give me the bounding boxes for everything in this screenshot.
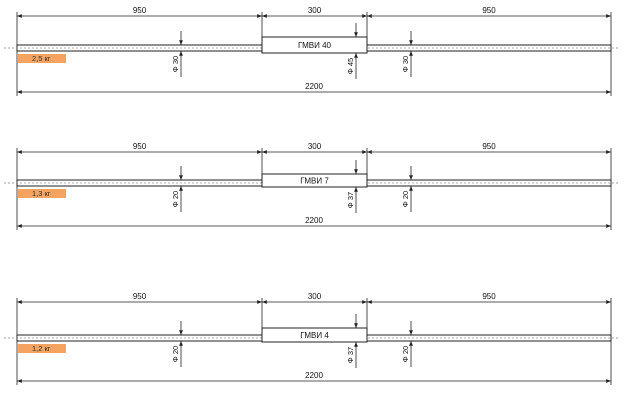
total-length-label: 2200 [305,82,323,91]
center-body-label: ГМВИ 40 [298,41,332,50]
center-length-label: 300 [308,142,322,151]
total-length-label: 2200 [305,371,323,380]
rod-diameter-left-label: Φ 20 [171,191,180,207]
rod-diameter-left-label: Φ 20 [171,346,180,362]
rod-diameter-right-label: Φ 20 [401,191,410,207]
weight-label: 2,5 кг [32,54,51,63]
rod-diameter-right-label: Φ 30 [401,56,410,72]
left-length-label: 950 [133,142,147,151]
center-body [261,36,368,54]
left-length-label: 950 [133,292,147,301]
weight-badge [18,344,66,353]
right-length-label: 950 [482,142,496,151]
body-diameter-label: Φ 45 [346,58,355,74]
center-length-label: 300 [308,292,322,301]
total-length-label: 2200 [305,216,323,225]
center-body [261,327,368,343]
center-body [261,173,368,188]
left-length-label: 950 [133,6,147,15]
right-length-label: 950 [482,6,496,15]
weight-label: 1,2 кг [32,344,51,353]
center-body-label: ГМВИ 4 [300,331,329,340]
rod-diameter-left-label: Φ 30 [171,56,180,72]
center-length-label: 300 [308,6,322,15]
center-body-label: ГМВИ 7 [300,177,329,186]
body-diameter-label: Φ 37 [346,347,355,363]
right-length-label: 950 [482,292,496,301]
weight-badge [18,54,66,63]
weight-badge [18,189,66,198]
weight-label: 1,3 кг [32,189,51,198]
body-diameter-label: Φ 37 [346,192,355,208]
rod-diameter-right-label: Φ 20 [401,346,410,362]
